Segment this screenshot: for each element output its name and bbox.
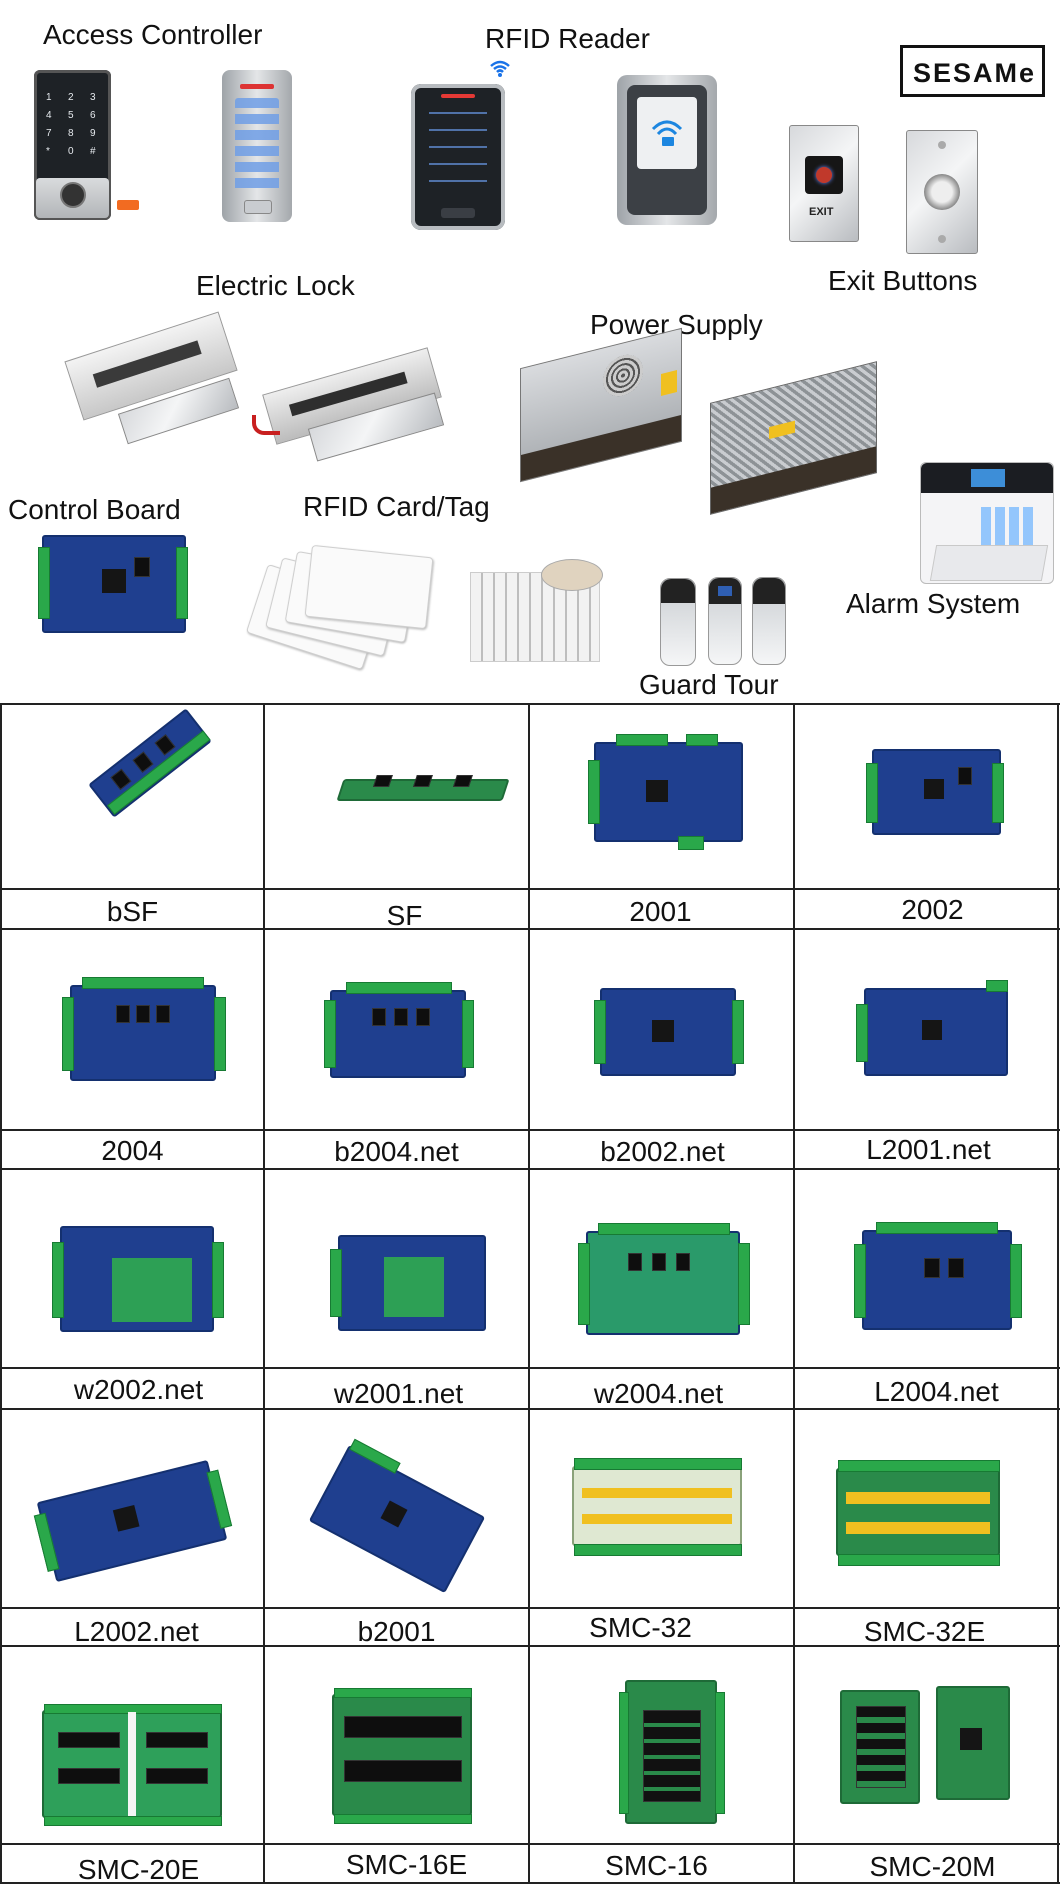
board-label-smc-16: SMC-16: [605, 1850, 708, 1881]
nfc-icon: [649, 113, 685, 149]
category-rfid-card-label: RFID Card/Tag: [303, 491, 490, 522]
board-thumb-smc-16e: [332, 1688, 472, 1824]
board-thumb-smc-32: [572, 1458, 742, 1556]
brand-logo: SESAMe: [900, 45, 1045, 97]
fan-icon: [603, 350, 643, 401]
board-label-w2002-net: w2002.net: [73, 1374, 204, 1405]
fingerprint-icon: [60, 182, 86, 208]
board-label-2004: 2004: [101, 1135, 164, 1166]
board-thumb-smc-20m: [840, 1686, 1010, 1804]
category-rfid-reader-label: RFID Reader: [485, 23, 650, 54]
category-electric-lock-label: Electric Lock: [196, 270, 355, 301]
access-controller-metal-product: [222, 70, 292, 222]
board-label-w2001-net: w2001.net: [333, 1378, 464, 1409]
board-label-l2002-net: L2002.net: [74, 1616, 199, 1647]
guard-tour-device-1: [660, 578, 696, 666]
category-alarm-system-label: Alarm System: [846, 588, 1021, 619]
category-control-board-label: Control Board: [8, 494, 181, 525]
rfid-cards-product: [245, 544, 434, 671]
board-label-w2004-net: w2004.net: [593, 1378, 724, 1409]
board-grid: [0, 697, 1060, 1884]
board-label-smc-32e: SMC-32E: [863, 1616, 986, 1647]
exit-button-touch-product: EXIT: [789, 125, 859, 242]
hand-icon: [816, 167, 832, 183]
board-thumb-2004: [62, 977, 226, 1081]
keypad-key-1: 1 2 3 4 5 6 7 8 9 * 0 #: [46, 92, 96, 157]
power-supply-mesh-product: [710, 361, 877, 515]
board-thumb-2002: [866, 749, 1004, 835]
category-access-controller-label: Access Controller: [43, 19, 263, 50]
board-label-2001: 2001: [629, 896, 692, 927]
category-guard-tour-label: Guard Tour: [639, 669, 779, 700]
wifi-icon: [489, 57, 511, 79]
board-thumb-w2001-net: [330, 1235, 486, 1331]
board-label-l2001-net: L2001.net: [866, 1134, 991, 1165]
rfid-tag-roll-product: [470, 559, 603, 662]
board-label-b2002-net: b2002.net: [600, 1136, 725, 1167]
guard-tour-device-3: [752, 577, 786, 665]
board-label-bsf: bSF: [106, 896, 159, 927]
tuya-badge-icon: [117, 200, 139, 210]
power-supply-fan-product: [520, 327, 682, 483]
alarm-system-product: [920, 462, 1054, 584]
board-label-b2004-net: b2004.net: [334, 1136, 459, 1167]
exit-button-push-product: [906, 130, 978, 254]
electric-lock-wire-icon: [252, 415, 280, 435]
board-thumb-sf: [336, 775, 510, 801]
guard-tour-device-2: [708, 577, 742, 665]
access-controller-keypad-product: [34, 70, 111, 220]
board-label-sf: SF: [386, 900, 423, 931]
board-label-smc-20e: SMC-20E: [77, 1854, 200, 1885]
board-label-smc-20m: SMC-20M: [869, 1851, 996, 1882]
board-thumb-w2002-net: [52, 1226, 224, 1332]
board-label-b2001: b2001: [357, 1616, 436, 1647]
category-exit-buttons-label: Exit Buttons: [828, 265, 978, 296]
board-label-smc-32: SMC-32: [589, 1612, 692, 1643]
board-thumb-smc-20e: [42, 1704, 222, 1826]
board-thumb-2001: [588, 734, 743, 850]
board-thumb-l2001-net: [856, 980, 1008, 1076]
board-thumb-w2004-net: [578, 1223, 750, 1335]
board-thumb-b2002-net: [594, 988, 744, 1076]
board-thumb-b2004-net: [324, 982, 474, 1078]
board-thumb-l2004-net: [854, 1222, 1022, 1330]
board-thumb-smc-32e: [836, 1460, 1000, 1566]
board-label-smc-16e: SMC-16E: [345, 1849, 468, 1880]
board-label-2002: 2002: [901, 894, 964, 925]
rfid-reader-touch-product: [411, 84, 505, 230]
exit-text: EXIT: [809, 206, 834, 218]
board-label-l2004-net: L2004.net: [874, 1376, 999, 1407]
control-board-product: [38, 535, 188, 633]
brand-logo-text: SESAMe: [913, 58, 1037, 88]
board-thumb-smc-16: [619, 1680, 725, 1824]
rfid-reader-metal-product: [617, 75, 717, 225]
